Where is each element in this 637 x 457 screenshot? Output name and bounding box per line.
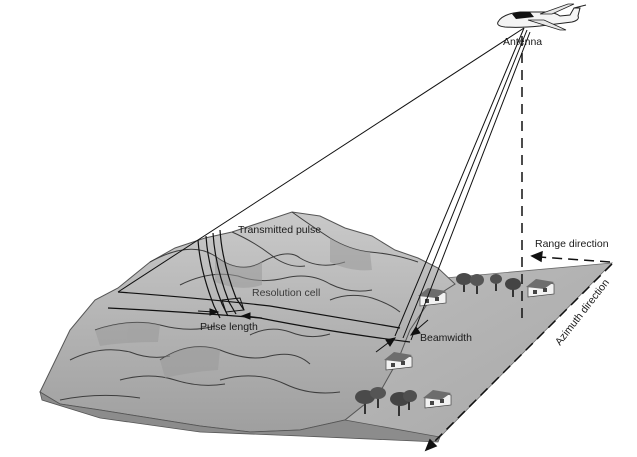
range-direction-arrow — [530, 250, 611, 263]
pulse-length-arrows — [197, 308, 263, 320]
transmitted-pulse-label: Transmitted pulse — [238, 224, 321, 236]
azimuth-direction-arrow — [424, 263, 613, 452]
transmitted-pulse-wavefronts — [197, 229, 245, 319]
resolution-cell — [221, 297, 245, 313]
beamwidth-arrows — [375, 319, 429, 353]
tree-cluster-upper — [456, 273, 521, 297]
beam-lines — [117, 27, 531, 341]
resolution-cell-label: Resolution cell — [252, 287, 320, 299]
house-3 — [384, 352, 413, 371]
house-2 — [526, 279, 555, 298]
aircraft-icon — [497, 3, 587, 31]
antenna-label: Antenna — [503, 36, 542, 48]
range-direction-label: Range direction — [535, 238, 609, 250]
house-1 — [418, 288, 447, 307]
terrain-shadows — [95, 238, 372, 378]
house-4 — [423, 390, 452, 409]
pulse-length-label: Pulse length — [200, 321, 258, 333]
terrain-front-face — [39, 391, 441, 443]
beamwidth-label: Beamwidth — [420, 332, 472, 344]
tree-cluster-lower — [355, 387, 417, 416]
